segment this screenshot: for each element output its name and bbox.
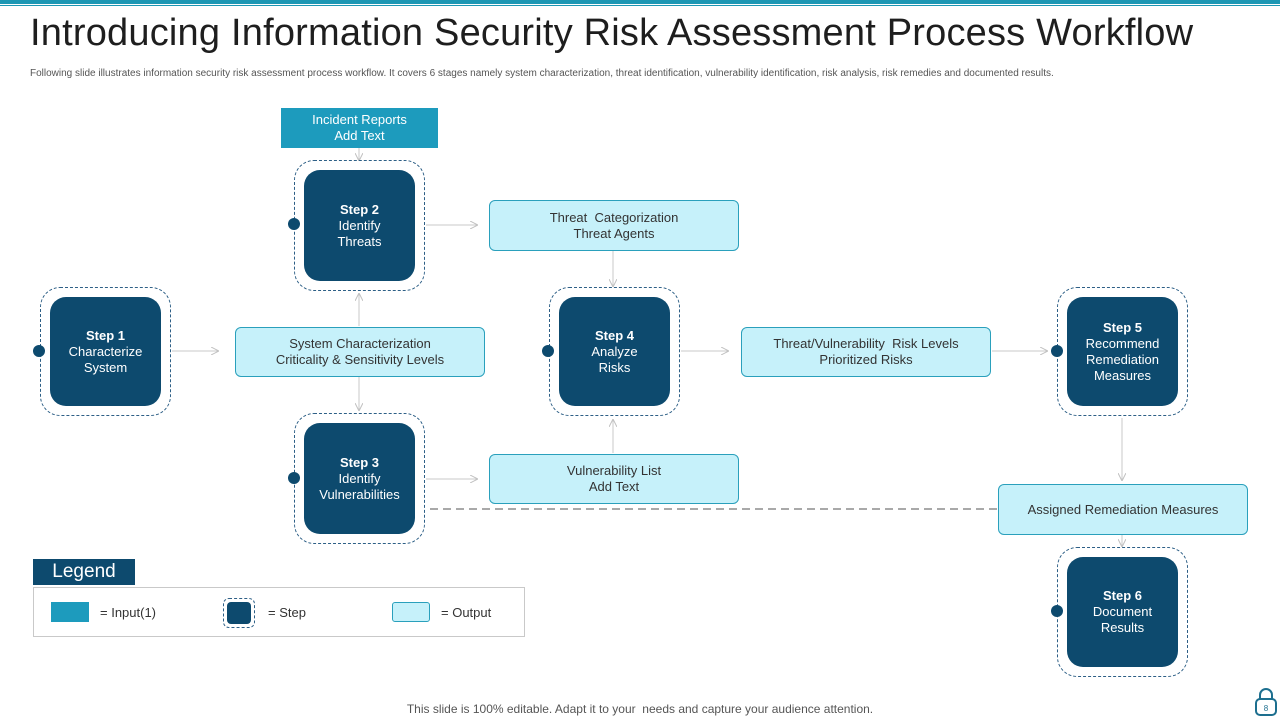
step-5-line-2: Remediation: [1086, 351, 1159, 367]
top-accent-line: [0, 5, 1280, 6]
step-6-box[interactable]: Step 6 Document Results: [1067, 557, 1178, 667]
output-1-line-1: System Characterization: [289, 336, 431, 351]
output-vulnerability-list[interactable]: Vulnerability List Add Text: [489, 454, 739, 504]
step-2-frame: Step 2 Identify Threats: [294, 160, 425, 291]
input-line-1: Incident Reports: [312, 112, 407, 127]
step-4-line-2: Risks: [598, 359, 631, 375]
step-1-label: Step 1: [85, 327, 125, 343]
step-6-label: Step 6: [1102, 588, 1142, 603]
legend-input-swatch: [51, 602, 89, 622]
step-2-box[interactable]: Step 2 Identify Threats: [304, 170, 415, 281]
lock-page-icon: 8: [1255, 688, 1277, 716]
legend-output-swatch: [392, 602, 430, 622]
step-1-frame: Step 1 Characterize System: [40, 287, 171, 416]
step-5-box[interactable]: Step 5 Recommend Remediation Measures: [1067, 297, 1178, 406]
step-2-dot: [288, 218, 300, 230]
output-2-line-2: Threat Agents: [573, 225, 655, 241]
step-4-line-1: Analyze: [591, 343, 638, 359]
step-3-label: Step 3: [339, 454, 379, 470]
step-3-frame: Step 3 Identify Vulnerabilities: [294, 413, 425, 544]
legend-panel: [33, 587, 525, 637]
page-number: 8: [1264, 704, 1269, 713]
step-3-line-2: Vulnerabilities: [319, 486, 400, 502]
output-risk-levels[interactable]: Threat/Vulnerability Risk Levels Priorit…: [741, 327, 991, 377]
output-3-line-2: Add Text: [588, 479, 640, 494]
step-4-box[interactable]: Step 4 Analyze Risks: [559, 297, 670, 406]
step-2-line-2: Threats: [337, 233, 382, 249]
legend-title: Legend: [33, 559, 135, 585]
step-5-frame: Step 5 Recommend Remediation Measures: [1057, 287, 1188, 416]
step-3-line-1: Identify: [338, 470, 381, 486]
slide-subtitle: Following slide illustrates information …: [30, 68, 1054, 79]
legend-step-label: = Step: [268, 605, 306, 620]
input-line-2: Add Text: [334, 128, 385, 143]
slide-title: Introducing Information Security Risk As…: [30, 12, 1194, 54]
step-1-line-2: System: [83, 359, 128, 375]
output-4-line-1: Threat/Vulnerability Risk Levels: [773, 336, 959, 351]
output-system-characterization[interactable]: System Characterization Criticality & Se…: [235, 327, 485, 377]
input-incident-reports[interactable]: Incident Reports Add Text: [281, 108, 438, 148]
step-1-box[interactable]: Step 1 Characterize System: [50, 297, 161, 406]
output-4-line-2: Prioritized Risks: [819, 352, 913, 367]
output-5-line-1: Assigned Remediation Measures: [1027, 501, 1219, 517]
step-6-line-1: Document: [1092, 604, 1153, 619]
output-threat-categorization[interactable]: Threat Categorization Threat Agents: [489, 200, 739, 251]
legend-input-label: = Input(1): [100, 605, 157, 620]
step-2-label: Step 2: [339, 201, 379, 217]
step-2-line-1: Identify: [338, 217, 381, 233]
top-accent-bar: [0, 0, 1280, 4]
step-6-dot: [1051, 605, 1063, 617]
output-assigned-remediation[interactable]: Assigned Remediation Measures: [998, 484, 1248, 535]
legend-output-label: = Output: [441, 605, 492, 620]
footer-note: This slide is 100% editable. Adapt it to…: [406, 702, 874, 716]
step-5-line-1: Recommend: [1085, 335, 1160, 351]
legend-step-swatch: [223, 598, 255, 628]
step-4-dot: [542, 345, 554, 357]
output-3-line-1: Vulnerability List: [566, 463, 662, 478]
step-5-dot: [1051, 345, 1063, 357]
step-5-label: Step 5: [1102, 319, 1142, 335]
step-4-label: Step 4: [594, 327, 634, 343]
step-1-dot: [33, 345, 45, 357]
output-2-line-1: Threat Categorization: [549, 209, 679, 225]
step-1-line-1: Characterize: [68, 343, 143, 359]
step-3-dot: [288, 472, 300, 484]
step-5-line-3: Measures: [1093, 367, 1152, 383]
step-3-box[interactable]: Step 3 Identify Vulnerabilities: [304, 423, 415, 534]
output-1-line-2: Criticality & Sensitivity Levels: [275, 352, 445, 367]
step-4-frame: Step 4 Analyze Risks: [549, 287, 680, 416]
step-6-line-2: Results: [1100, 620, 1145, 635]
step-6-frame: Step 6 Document Results: [1057, 547, 1188, 677]
